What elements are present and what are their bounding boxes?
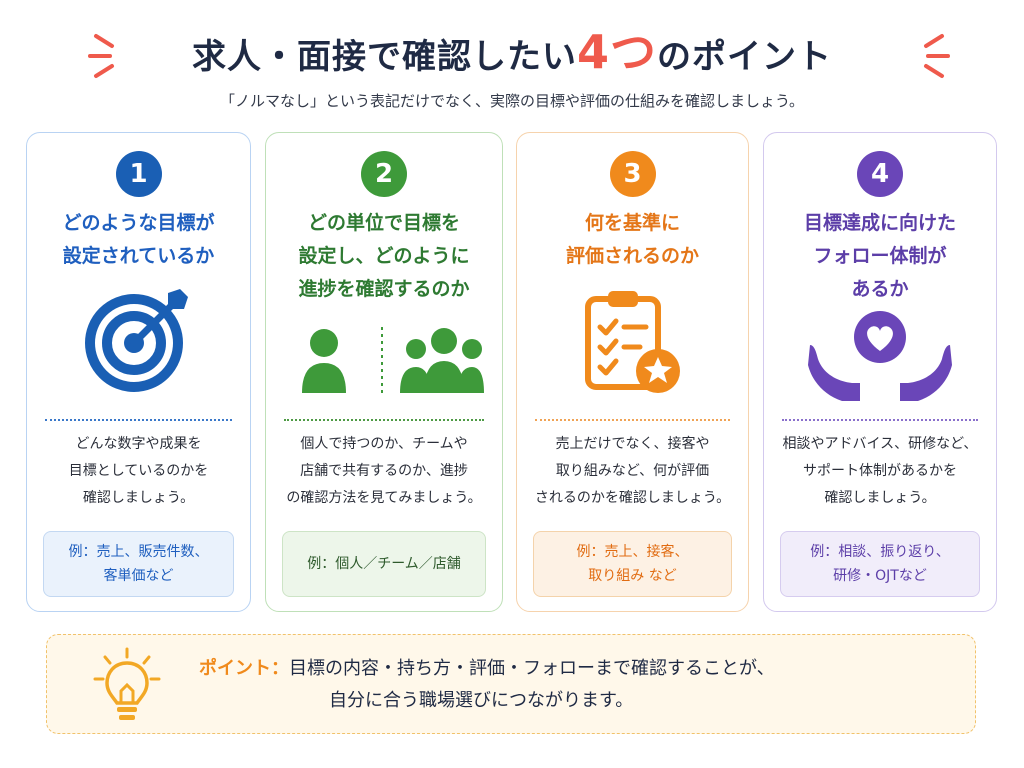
example-line: 例：相談、振り返り、 <box>810 544 950 560</box>
example-box: 例：売上、接客、 取り組み など <box>533 531 732 597</box>
point-line1: 目標の内容・持ち方・評価・フォローまで確認することが、 <box>289 658 775 679</box>
person-and-group-icon <box>302 327 484 397</box>
body-line: 個人で持つのか、チームや <box>300 436 468 452</box>
body-line: 取り組みなど、何が評価 <box>555 463 710 479</box>
heading-line: 進捗を確認するのか <box>298 278 470 300</box>
hands-heart-icon <box>808 311 952 401</box>
point-line2: 自分に合う職場選びにつながります。 <box>329 690 634 711</box>
heading-line: どの単位で目標を <box>307 212 460 234</box>
sparkle-left-icon <box>88 34 114 78</box>
card-goal-setting: 1 どのような目標が 設定されているか どんな数字や成果を 目標としているのかを… <box>26 132 251 612</box>
body-line: の確認方法を見てみましょう。 <box>286 490 482 506</box>
sparkle-right-icon <box>924 34 950 78</box>
heading-line: 評価されるのか <box>565 245 699 267</box>
card-number: 1 <box>115 151 162 197</box>
card-number: 2 <box>361 151 407 197</box>
checklist-star-icon <box>584 291 680 393</box>
divider <box>782 419 978 421</box>
body-line: 確認しましょう。 <box>82 490 195 506</box>
heading-line: 設定し、どのように <box>298 245 470 267</box>
card-number: 3 <box>609 151 656 197</box>
heading-line: 目標達成に向けた <box>803 212 956 234</box>
example-box: 例：売上、販売件数、 客単価など <box>43 531 234 597</box>
card-unit-progress: 2 どの単位で目標を 設定し、どのように 進捗を確認するのか 個人で持つのか、チ… <box>265 132 503 612</box>
body-line: 売上だけでなく、接客や <box>555 436 710 452</box>
body-line: 店舗で共有するのか、進捗 <box>300 463 468 479</box>
example-box: 例：個人／チーム／店舗 <box>282 531 486 597</box>
card-follow-up-support: 4 目標達成に向けた フォロー体制が あるか 相談やアドバイス、研修など、 サポ… <box>763 132 997 612</box>
example-line: 取り組み など <box>588 568 677 584</box>
icon-area <box>764 285 996 410</box>
target-icon <box>84 289 188 392</box>
title-after: のポイント <box>657 37 832 77</box>
example-line: 例：売上、接客、 <box>576 544 689 560</box>
heading-line: 設定されているか <box>62 245 215 267</box>
card-heading: 目標達成に向けた フォロー体制が あるか <box>770 207 990 306</box>
example-line: 客単価など <box>103 568 174 584</box>
divider <box>45 419 232 421</box>
body-line: サポート体制があるかを <box>803 463 957 479</box>
example-line: 例：売上、販売件数、 <box>68 544 209 560</box>
card-heading: どの単位で目標を 設定し、どのように 進捗を確認するのか <box>272 207 496 306</box>
heading-line: フォロー体制が <box>813 245 947 267</box>
card-body: 売上だけでなく、接客や 取り組みなど、何が評価 されるのかを確認しましょう。 <box>525 431 740 512</box>
icon-area <box>27 285 250 410</box>
card-number: 4 <box>857 151 903 197</box>
divider <box>535 419 730 421</box>
divider <box>284 419 484 421</box>
body-line: 相談やアドバイス、研修など、 <box>782 436 978 452</box>
card-body: 個人で持つのか、チームや 店舗で共有するのか、進捗 の確認方法を見てみましょう。 <box>274 431 494 512</box>
title-area: 求人・面接で確認したい4つのポイント <box>0 22 1024 86</box>
page-title: 求人・面接で確認したい4つのポイント <box>0 22 1024 87</box>
title-accent: 4つ <box>576 25 657 79</box>
title-before: 求人・面接で確認したい <box>191 37 577 77</box>
body-line: 目標としているのかを <box>68 463 209 479</box>
card-heading: どのような目標が 設定されているか <box>33 207 244 273</box>
heading-line: 何を基準に <box>584 212 680 234</box>
card-body: どんな数字や成果を 目標としているのかを 確認しましょう。 <box>35 431 242 512</box>
point-box: ポイント：目標の内容・持ち方・評価・フォローまで確認することが、 自分に合う職場… <box>46 634 976 734</box>
icon-area <box>266 285 502 410</box>
card-evaluation-criteria: 3 何を基準に 評価されるのか 売上だけでなく、接客や 取り組みなど、何が評価 … <box>516 132 749 612</box>
heading-line: どのような目標が <box>62 212 215 234</box>
point-label: ポイント： <box>199 658 289 679</box>
card-heading: 何を基準に 評価されるのか <box>523 207 742 273</box>
body-line: されるのかを確認しましょう。 <box>534 490 731 506</box>
body-line: どんな数字や成果を <box>75 436 202 452</box>
page-subtitle: 「ノルマなし」という表記だけでなく、実際の目標や評価の仕組みを確認しましょう。 <box>219 92 805 110</box>
point-text: ポイント：目標の内容・持ち方・評価・フォローまで確認することが、 自分に合う職場… <box>199 653 959 717</box>
example-box: 例：相談、振り返り、 研修・OJTなど <box>780 531 980 597</box>
icon-area <box>517 285 748 410</box>
heading-line: あるか <box>851 278 909 300</box>
card-body: 相談やアドバイス、研修など、 サポート体制があるかを 確認しましょう。 <box>772 431 988 512</box>
body-line: 確認しましょう。 <box>824 490 936 506</box>
example-line: 例：個人／チーム／店舗 <box>307 556 461 572</box>
lightbulb-icon <box>93 647 161 720</box>
example-line: 研修・OJTなど <box>833 568 927 584</box>
